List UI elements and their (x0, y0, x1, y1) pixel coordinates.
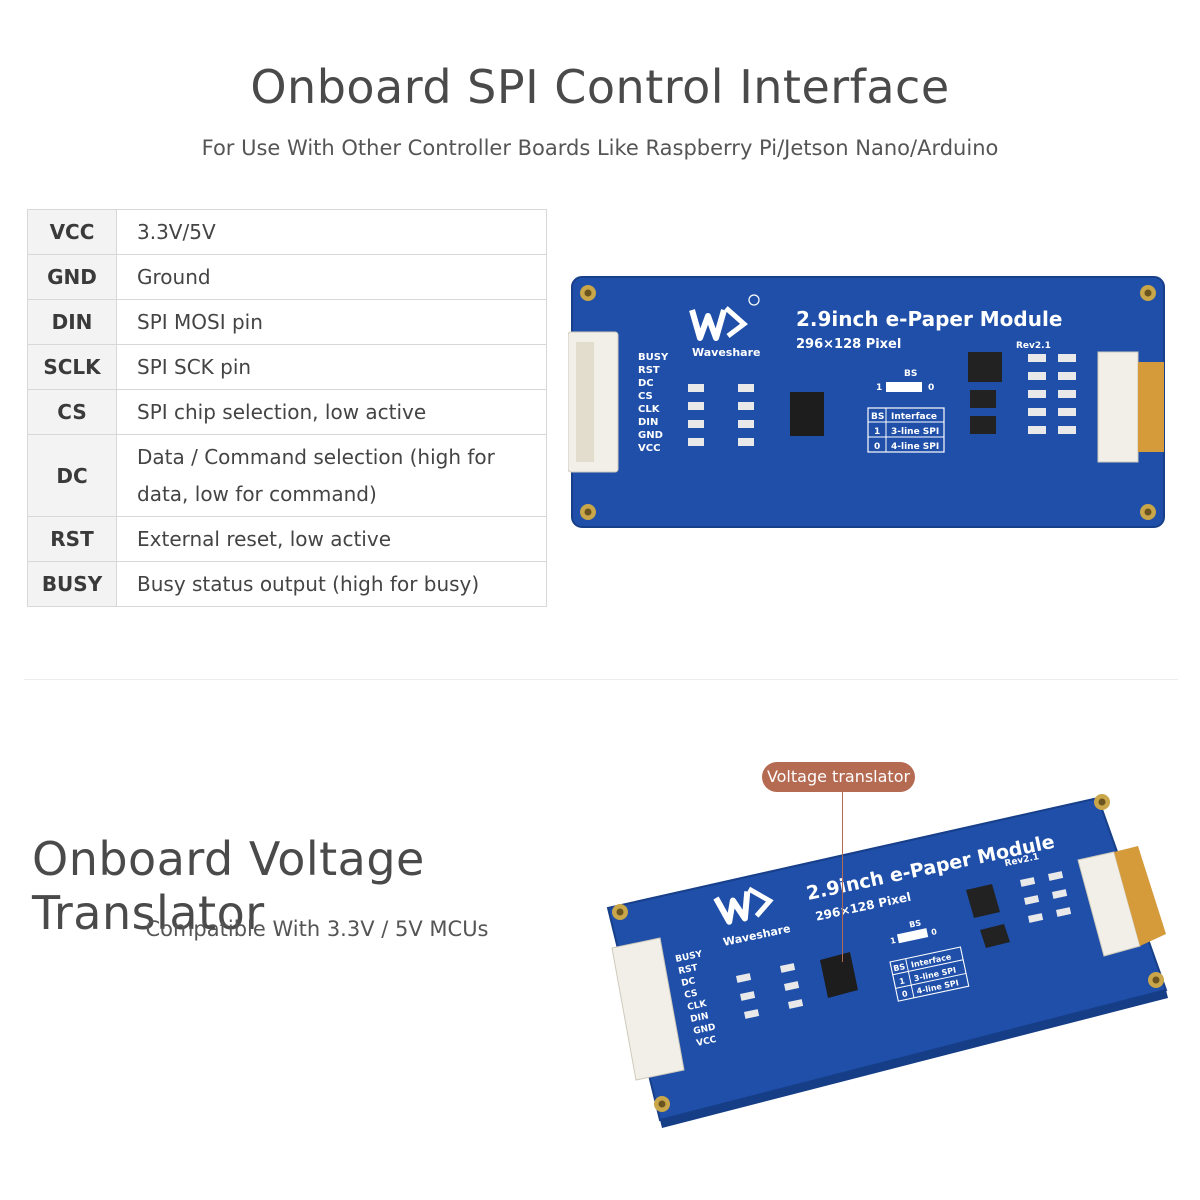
pin-desc: SPI SCK pin (116, 344, 547, 390)
svg-text:RST: RST (678, 963, 700, 977)
svg-text:VCC: VCC (696, 1035, 718, 1049)
svg-text:3-line SPI: 3-line SPI (891, 427, 939, 437)
pin-name: CS (27, 389, 117, 435)
pin-desc: External reset, low active (116, 516, 547, 562)
svg-text:BS: BS (908, 918, 922, 929)
svg-text:BS: BS (893, 962, 907, 973)
svg-text:Interface: Interface (891, 412, 937, 422)
svg-text:1: 1 (874, 427, 880, 437)
svg-text:BUSY: BUSY (638, 352, 669, 363)
waveshare-logo-icon (713, 886, 774, 925)
svg-text:0: 0 (928, 383, 934, 393)
pin-desc: Ground (116, 254, 547, 300)
voltage-translator-callout: Voltage translator (762, 762, 915, 792)
section-subtitle-voltage: Compatible With 3.3V / 5V MCUs (145, 917, 489, 941)
pin-desc: Busy status output (high for busy) (116, 561, 547, 607)
svg-text:VCC: VCC (638, 443, 660, 454)
pin-desc: SPI chip selection, low active (116, 389, 547, 435)
svg-text:DIN: DIN (690, 1011, 710, 1025)
svg-text:0: 0 (930, 927, 938, 937)
svg-text:0: 0 (901, 989, 909, 999)
svg-text:0: 0 (874, 442, 880, 452)
svg-text:BS: BS (871, 412, 884, 422)
pin-desc: 3.3V/5V (116, 209, 547, 255)
svg-text:1: 1 (876, 383, 882, 393)
brand-label: Waveshare (692, 346, 760, 359)
svg-text:1: 1 (898, 976, 906, 986)
pin-name: RST (27, 516, 117, 562)
svg-text:CS: CS (638, 391, 653, 402)
section-subtitle-spi: For Use With Other Controller Boards Lik… (201, 136, 999, 160)
svg-text:1: 1 (889, 936, 897, 946)
svg-text:CLK: CLK (687, 999, 709, 1013)
svg-text:CS: CS (684, 988, 699, 1001)
svg-text:RST: RST (638, 365, 660, 376)
section-title-spi: Onboard SPI Control Interface (250, 60, 950, 114)
pin-name: GND (27, 254, 117, 300)
bs-interface-table: BS Interface 1 3-line SPI 0 4-line SPI (867, 407, 945, 453)
pin-name: BUSY (27, 561, 117, 607)
svg-text:GND: GND (638, 430, 663, 441)
section-title-voltage: Onboard Voltage Translator (32, 832, 425, 940)
svg-text:4-line SPI: 4-line SPI (891, 442, 939, 452)
pin-name: VCC (27, 209, 117, 255)
svg-text:DC: DC (681, 976, 697, 989)
pin-name: DC (27, 434, 117, 517)
svg-text:CLK: CLK (638, 404, 661, 415)
pin-desc: Data / Command selection (high for data,… (116, 434, 547, 517)
waveshare-logo-icon (689, 294, 760, 341)
model-label: 2.9inch e-Paper Module (796, 307, 1062, 331)
pin-name: SCLK (27, 344, 117, 390)
bs-label: BS (904, 369, 917, 379)
revision-label: Rev2.1 (1016, 341, 1051, 351)
epaper-board-perspective: Waveshare 2.9inch e-Paper Module 296×128… (606, 794, 1168, 1128)
resolution-label: 296×128 Pixel (796, 337, 901, 352)
svg-text:DIN: DIN (638, 417, 658, 428)
epaper-board-top: BUSY RST DC CS CLK DIN GND VCC Waveshare… (568, 276, 1165, 528)
svg-text:GND: GND (693, 1022, 717, 1036)
pin-name: DIN (27, 299, 117, 345)
header-pin-labels: BUSY RST DC CS CLK DIN GND VCC (638, 352, 669, 454)
svg-text:DC: DC (638, 378, 654, 389)
pin-desc: SPI MOSI pin (116, 299, 547, 345)
callout-leader-line (842, 792, 843, 962)
section-divider (24, 679, 1178, 680)
